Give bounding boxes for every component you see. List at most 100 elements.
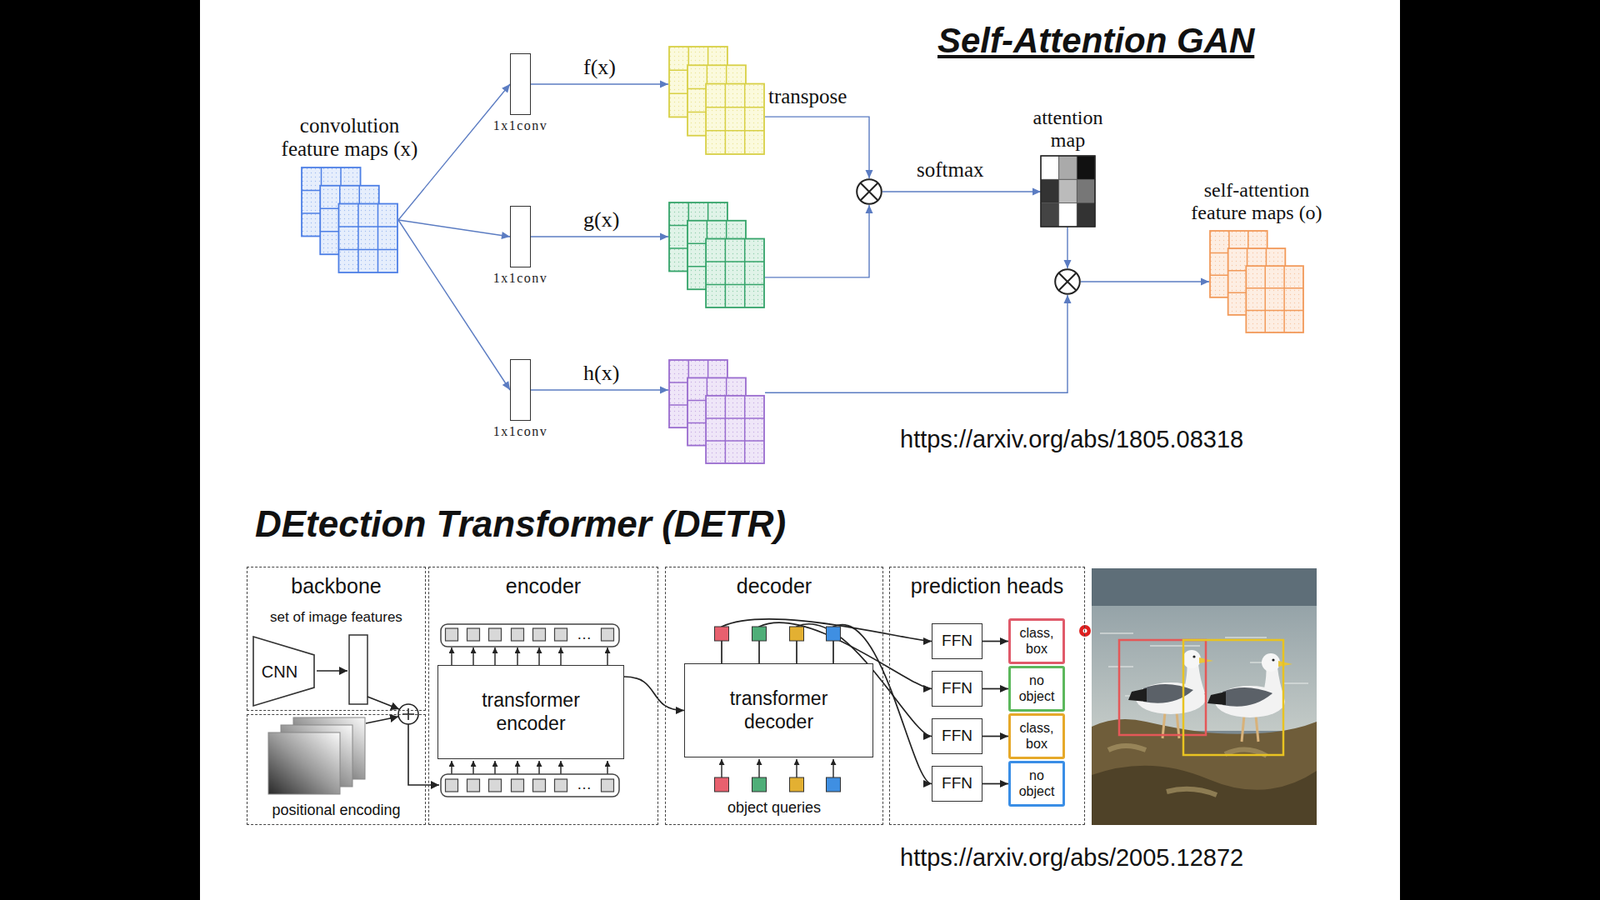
line-part (744, 84, 746, 155)
arrow-head (1000, 685, 1009, 693)
node-label: attention map (1018, 106, 1119, 153)
rect-part (705, 84, 765, 155)
connector-line (882, 190, 1041, 192)
illustration-part (440, 774, 620, 797)
connector-line (765, 295, 1068, 393)
shape-outline (300, 166, 399, 274)
node-label: set of image features (247, 609, 425, 626)
section-title: DEtection Transformer (DETR) (255, 502, 786, 547)
line-part (1264, 265, 1266, 333)
illustration-part (601, 628, 615, 641)
process-box: transformer encoder (437, 665, 625, 760)
line-part (725, 395, 727, 464)
line-part (744, 239, 746, 308)
connector-line (530, 389, 669, 390)
illustration-part (752, 626, 767, 641)
illustration-part (408, 724, 440, 785)
illustration-part (516, 760, 518, 775)
node-label: prediction heads (890, 573, 1085, 599)
feature-map-stack (668, 201, 765, 309)
edge-label: softmax (916, 158, 985, 183)
connector-line (765, 205, 870, 278)
reference-url: https://arxiv.org/abs/2005.12872 (900, 843, 1244, 873)
illustration-part (494, 647, 495, 665)
line-part (705, 130, 765, 132)
illustration-part (1091, 568, 1317, 606)
dashed-group: prediction headsFFNclass, boxFFNno objec… (889, 566, 1085, 825)
connector (765, 116, 874, 179)
prediction-box: no object (1008, 665, 1065, 712)
illustration-part (445, 779, 459, 792)
connector (624, 676, 685, 715)
connector (530, 80, 669, 89)
illustration-part (715, 626, 730, 641)
illustration-part (1079, 625, 1091, 637)
ellipsis: … (575, 775, 594, 793)
conv-block: 1x1conv (510, 53, 531, 115)
node-label: FFN (941, 631, 973, 651)
feature-map-stack (668, 45, 765, 155)
illustration-part (715, 777, 730, 792)
cnn-trapezoid: CNN (252, 635, 315, 707)
connector (982, 780, 1009, 788)
rect-part (338, 204, 398, 273)
connector-line (398, 220, 510, 390)
node-label: transformer encoder (460, 689, 602, 735)
path-part (1059, 273, 1077, 291)
illustration-part (268, 732, 340, 795)
illustration-part (1083, 629, 1088, 634)
illustration-part (555, 779, 568, 792)
node-label: FFN (941, 774, 973, 794)
arrow-head (502, 380, 510, 390)
line-part (357, 204, 360, 273)
arrow-head (501, 84, 510, 94)
illustration-part (1091, 568, 1317, 825)
arrow-head (923, 732, 932, 740)
polygon-part (253, 636, 315, 706)
connector (982, 685, 1009, 693)
arrow-head (1200, 278, 1210, 286)
prediction-box: class, box (1008, 713, 1065, 760)
rect-part (1040, 179, 1060, 203)
dashed-group: positional encoding (246, 714, 426, 825)
node-label: object queries (665, 799, 883, 818)
node-label: 1x1conv (493, 271, 549, 285)
illustration-part (790, 626, 805, 641)
arrow-head (1064, 260, 1072, 269)
rect-part (1245, 265, 1304, 333)
arrow-head (865, 205, 874, 214)
connector-line (765, 116, 870, 179)
connector-line (530, 235, 669, 237)
node-label: CNN (261, 661, 298, 682)
illustration-part (1119, 640, 1206, 735)
illustration-part (826, 626, 841, 641)
feature-map-stack: convolution feature maps (x) (300, 166, 399, 274)
arrow-head (500, 231, 510, 240)
illustration-part (349, 635, 368, 705)
node-label: 1x1conv (493, 425, 549, 439)
attention-map: attention map (1040, 155, 1095, 227)
edge-label: transpose (768, 85, 847, 110)
line-part (1283, 265, 1285, 333)
illustration-part (758, 759, 760, 778)
rect-part (1076, 179, 1095, 203)
prediction-box: no object (1008, 760, 1065, 807)
dashed-group: backboneset of image featuresCNN (246, 566, 426, 711)
node-label: transformer decoder (708, 687, 850, 734)
arrow-head (865, 170, 874, 179)
connector (530, 386, 669, 395)
arrow-head (1000, 732, 1009, 740)
edge-label: g(x) (583, 207, 620, 233)
illustration-part (560, 760, 561, 775)
process-box: FFN (931, 718, 983, 755)
conv-block: 1x1conv (510, 359, 531, 421)
shape-outline (1040, 155, 1095, 227)
connector (1080, 278, 1210, 286)
rect-part (1076, 203, 1095, 227)
rect-part (1076, 155, 1095, 180)
illustration-part (316, 670, 348, 672)
shape-outline (1054, 268, 1081, 295)
line-part (1245, 287, 1304, 290)
